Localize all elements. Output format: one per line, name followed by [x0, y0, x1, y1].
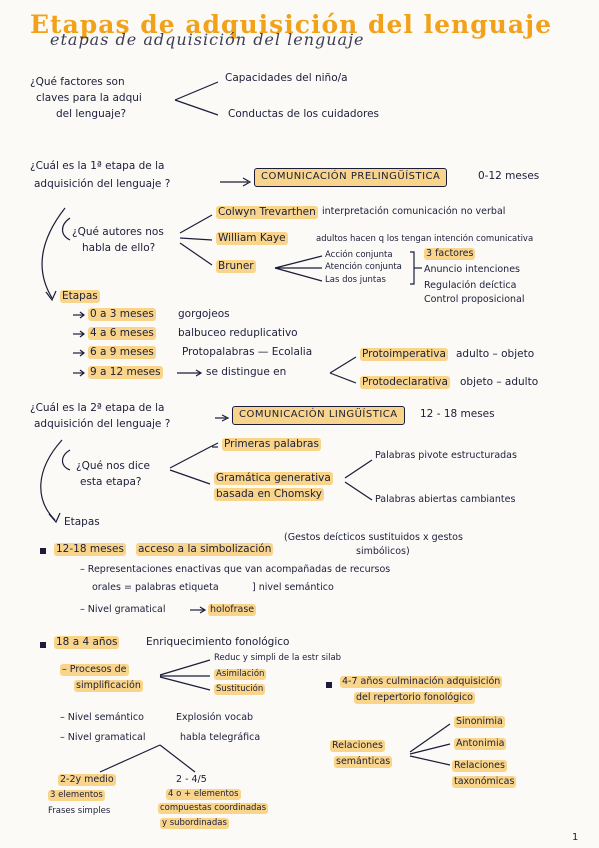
q4-branch-1: Palabras pivote estructuradas — [375, 450, 517, 461]
s1-item1-side: ] nivel semántico — [252, 582, 334, 593]
proc-item-2: Asimilación — [214, 669, 267, 680]
etapa1-desc-2: Protopalabras — Ecolalia — [182, 346, 313, 358]
q1-question-line1: ¿Qué factores son — [30, 76, 125, 88]
bruner-item-1: Acción conjunta — [325, 250, 393, 260]
q2-question-line1: ¿Cuál es la 1ª etapa de la — [30, 160, 165, 172]
proc-item-3: Sustitución — [214, 684, 266, 695]
bullet-square — [40, 548, 46, 554]
q1-question-line2: claves para la adqui — [36, 92, 142, 104]
proc-line2: simplificación — [74, 680, 143, 692]
proto-2-desc: objeto – adulto — [460, 376, 539, 388]
author-1-name: Colwyn Trevarthen — [216, 206, 318, 220]
s1-note-line2: simbólicos) — [356, 546, 410, 557]
page-title: Etapas de adquisición del lenguaje — [30, 10, 553, 39]
g2-age: 2 - 4/5 — [176, 774, 207, 785]
bruner-item-2: Atención conjunta — [325, 262, 402, 272]
q1-answer-1: Capacidades del niño/a — [225, 72, 348, 84]
q2-age: 0-12 meses — [478, 170, 540, 182]
s1-item2: – Nivel gramatical — [80, 604, 166, 615]
s2-title: Enriquecimiento fonológico — [146, 636, 290, 648]
bruner-result-2: Regulación deíctica — [424, 280, 517, 291]
q4-answer-2-line2: basada en Chomsky — [214, 488, 324, 502]
s1-age: 12-18 meses — [54, 543, 126, 557]
q2-question-line2: adquisición del lenguaje ? — [34, 178, 171, 190]
g1-age: 2-2y medio — [58, 774, 116, 786]
bruner-result-3: Control proposicional — [424, 294, 525, 305]
g2-line3: y subordinadas — [160, 818, 229, 829]
q3-question-line1: ¿Cuál es la 2ª etapa de la — [30, 402, 165, 414]
bullet-square — [326, 682, 332, 688]
etapa1-age-3: 9 a 12 meses — [88, 366, 163, 380]
q3-question-line2: adquisición del lenguaje ? — [34, 418, 171, 430]
s1-title: acceso a la simbolización — [136, 543, 274, 557]
sem-label: – Nivel semántico — [60, 712, 144, 723]
etapas1-label: Etapas — [60, 290, 100, 304]
etapa1-age-0: 0 a 3 meses — [88, 308, 156, 322]
sem-value: Explosión vocab — [176, 712, 254, 723]
gram-label: – Nivel gramatical — [60, 732, 146, 743]
s1-note-line1: (Gestos deícticos sustituidos x gestos — [284, 532, 463, 543]
rel-item-1: Sinonimia — [454, 716, 505, 728]
page-subtitle: etapas de adquisición del lenguaje — [50, 30, 365, 49]
gram-value: habla telegráfica — [180, 732, 261, 743]
q4-question-line2: esta etapa? — [80, 476, 142, 488]
q1-answer-2: Conductas de los cuidadores — [228, 108, 380, 120]
g1-line1: 3 elementos — [48, 790, 105, 801]
q1-question-line3: del lenguaje? — [56, 108, 127, 120]
g2-line1: 4 o + elementos — [166, 789, 241, 800]
q3-answer-box: COMUNICACIÓN LINGÜÍSTICA — [232, 406, 405, 425]
proc-item-1: Reduc y simpli de la estr silab — [214, 653, 342, 663]
s2-age: 18 a 4 años — [54, 636, 120, 650]
proc-line1: – Procesos de — [60, 664, 129, 676]
q4-answer-1: Primeras palabras — [222, 438, 321, 452]
g2-line2: compuestas coordinadas — [158, 803, 269, 814]
etapa1-desc-1: balbuceo reduplicativo — [178, 327, 298, 339]
proto-1: Protoimperativa — [360, 348, 448, 362]
etapa1-age-1: 4 a 6 meses — [88, 327, 156, 341]
rel-line1: Relaciones — [330, 740, 385, 752]
q4-answer-2-line1: Gramática generativa — [214, 472, 333, 486]
etapa1-age-2: 6 a 9 meses — [88, 346, 156, 360]
bullet-square — [40, 642, 46, 648]
rel-item-3-extra: taxonómicas — [452, 776, 517, 788]
s3-line1: 4-7 años culminación adquisición — [340, 676, 503, 688]
author-1-desc: interpretación comunicación no verbal — [322, 206, 506, 217]
s1-item2-value: holofrase — [208, 604, 257, 616]
proto-1-desc: adulto – objeto — [456, 348, 535, 360]
etapas2-label: Etapas — [64, 516, 100, 528]
q4-question-line1: ¿Qué nos dice — [76, 460, 150, 472]
author-3-name: Bruner — [216, 260, 256, 274]
author-2-name: William Kaye — [216, 232, 288, 246]
bruner-result-title: 3 factores — [424, 248, 476, 260]
s1-item1-line2: orales = palabras etiqueta — [92, 582, 219, 593]
q3-age: 12 - 18 meses — [420, 408, 495, 420]
proto-2: Protodeclarativa — [360, 376, 450, 390]
g1-line2: Frases simples — [48, 806, 111, 816]
etapa1-desc-0: gorgojeos — [178, 308, 230, 320]
rel-item-2: Antonimia — [454, 738, 507, 750]
authors-question-line2: habla de ello? — [82, 242, 156, 254]
q4-branch-2: Palabras abiertas cambiantes — [375, 494, 516, 505]
etapa1-desc-3: se distingue en — [206, 366, 287, 378]
bruner-item-3: Las dos juntas — [325, 275, 386, 285]
s1-item1-line1: – Representaciones enactivas que van aco… — [80, 564, 391, 575]
page-number: 1 — [572, 832, 579, 843]
rel-item-3: Relaciones — [452, 760, 507, 772]
bruner-result-1: Anuncio intenciones — [424, 264, 520, 275]
q2-answer-box: COMUNICACIÓN PRELINGÜÍSTICA — [254, 168, 448, 187]
s3-line2: del repertorio fonológico — [354, 692, 475, 704]
authors-question-line1: ¿Qué autores nos — [72, 226, 164, 238]
rel-line2: semánticas — [334, 756, 393, 768]
author-2-desc: adultos hacen q los tengan intención com… — [316, 234, 534, 244]
